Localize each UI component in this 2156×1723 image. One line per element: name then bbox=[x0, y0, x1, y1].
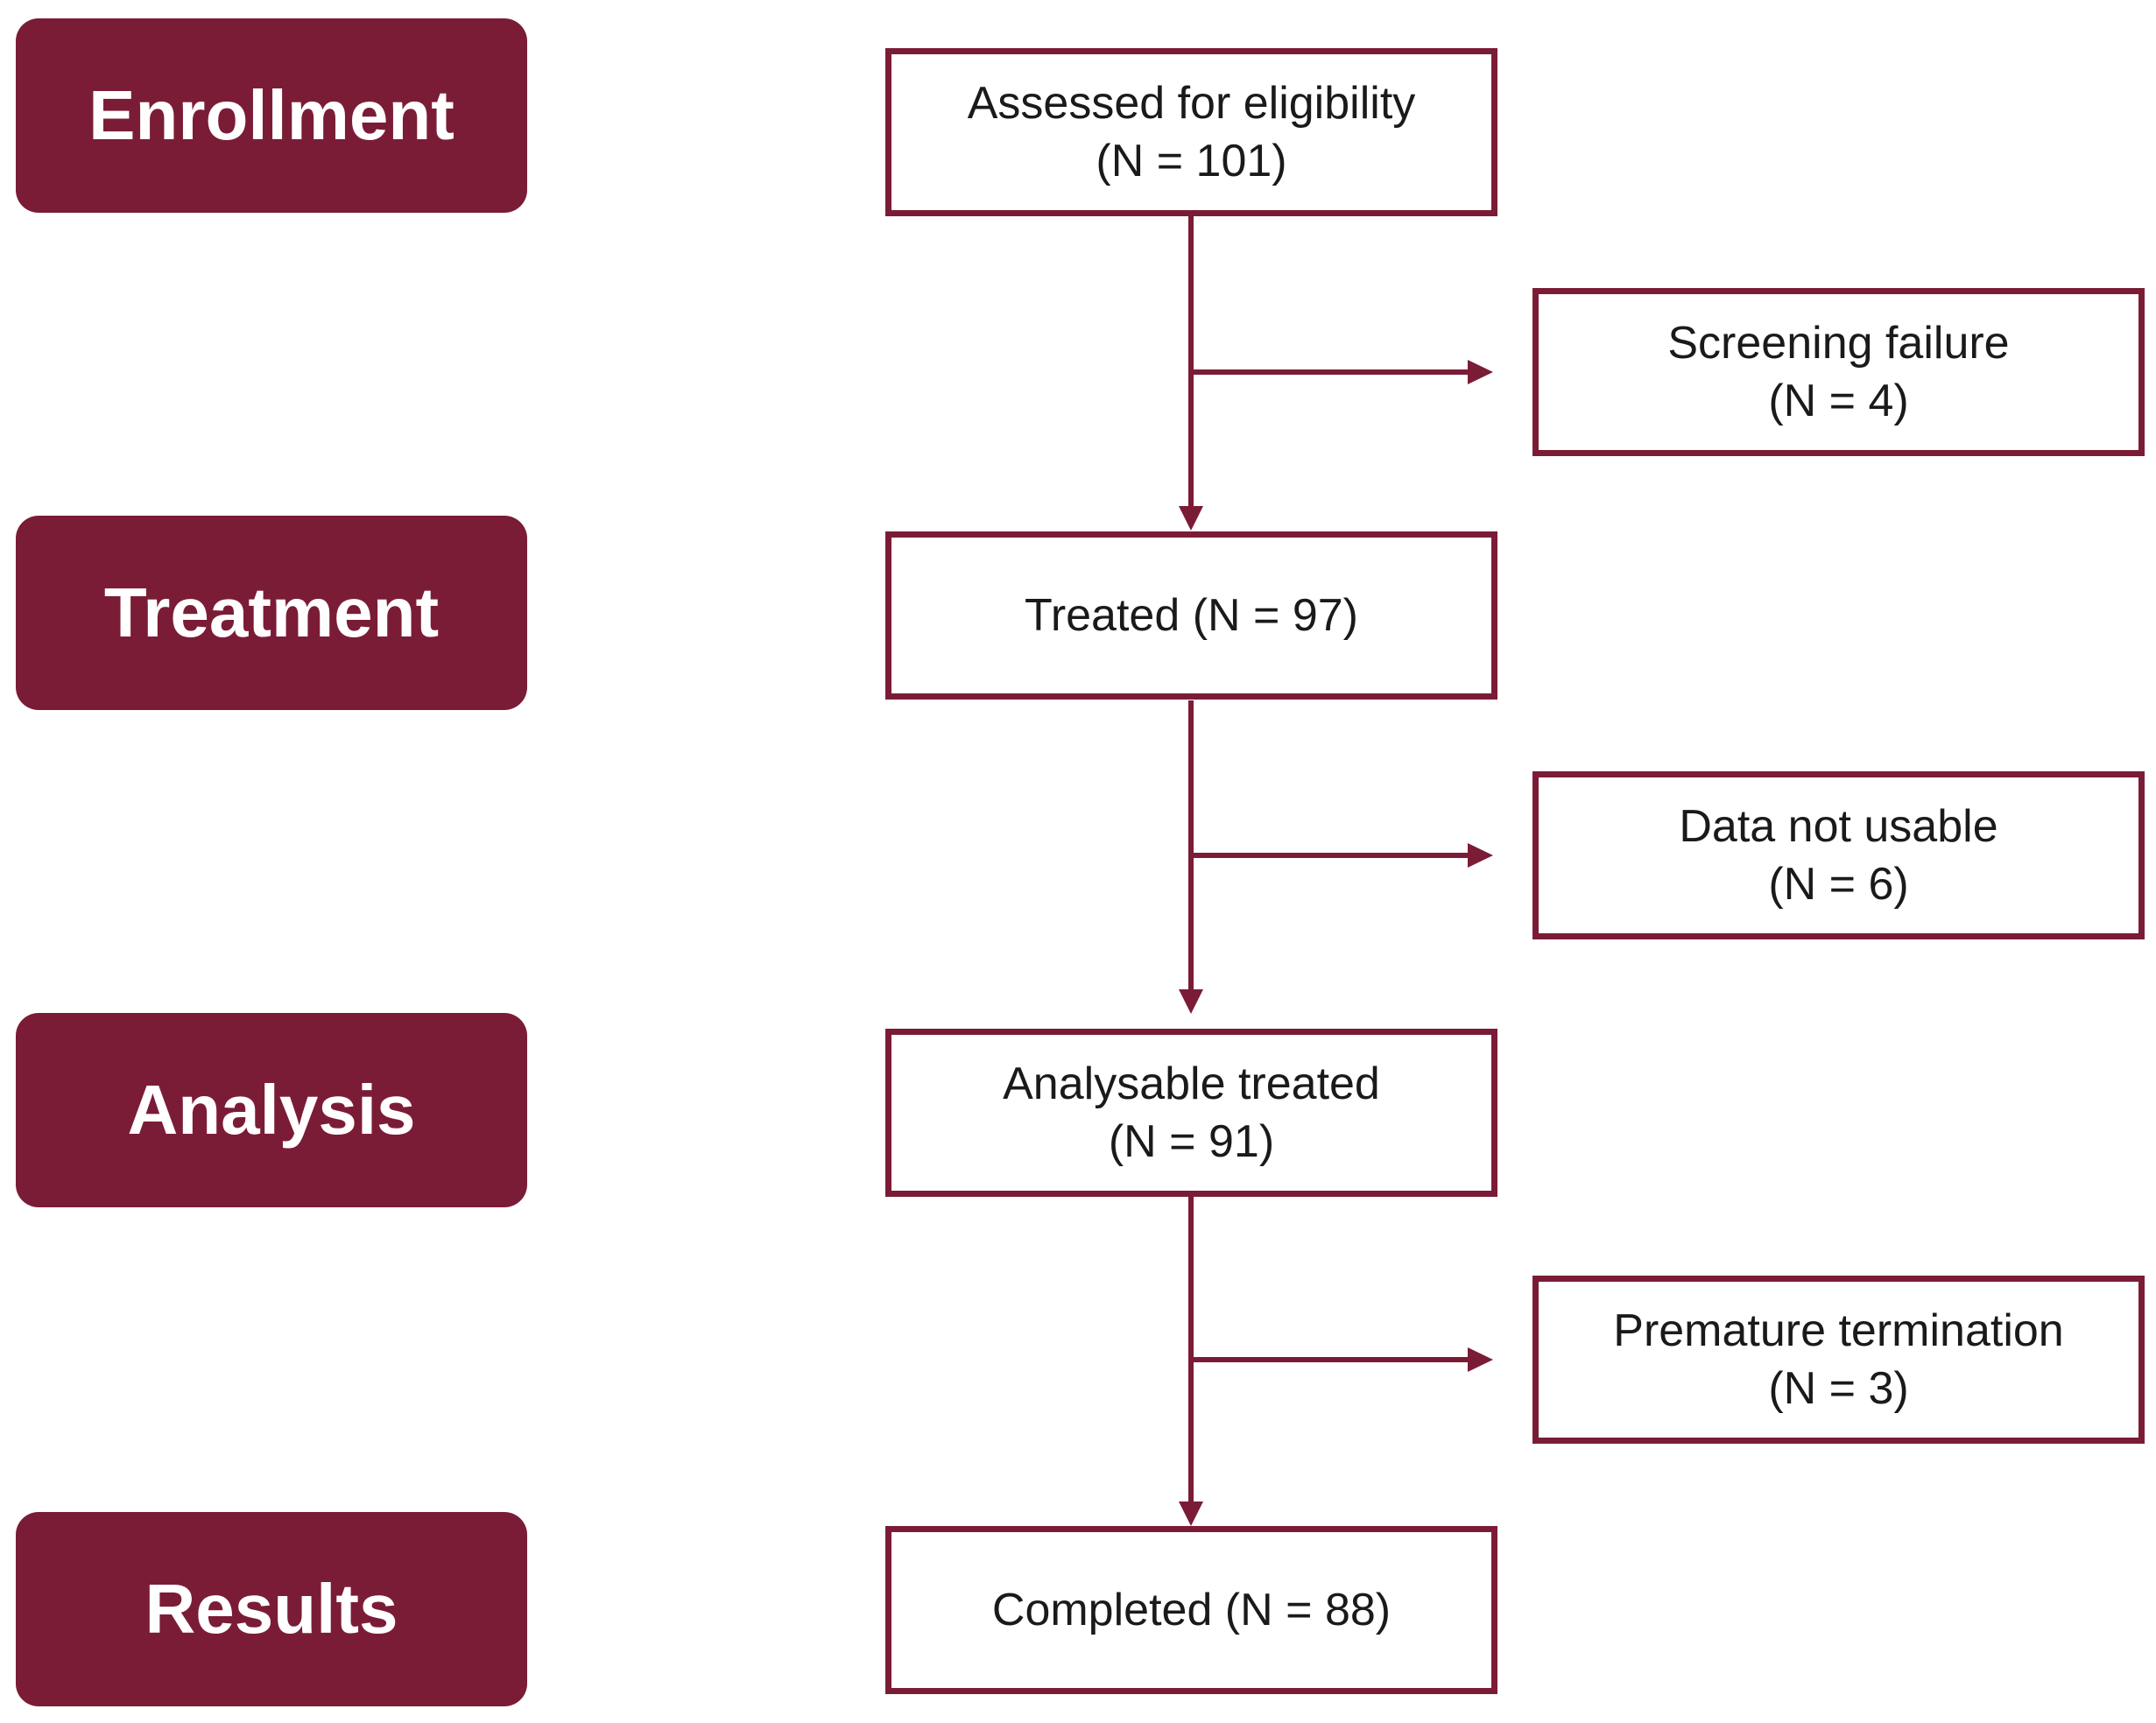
box-text-line: Completed (N = 88) bbox=[991, 1585, 1392, 1635]
box-analysable-treated: Analysable treated (N = 91) bbox=[885, 1029, 1497, 1197]
box-screening-failure: Screening failure (N = 4) bbox=[1532, 288, 2145, 456]
arrowhead-completed bbox=[1179, 1501, 1203, 1526]
arrowhead-screening-failure bbox=[1468, 360, 1493, 384]
arrowhead-data-not-usable bbox=[1468, 843, 1493, 868]
phase-treatment: Treatment bbox=[16, 516, 527, 710]
arrowhead-treated bbox=[1179, 506, 1203, 531]
phase-label: Enrollment bbox=[88, 76, 454, 154]
phase-label: Treatment bbox=[103, 573, 440, 651]
box-text-line: (N = 6) bbox=[1768, 859, 1909, 910]
phase-enrollment: Enrollment bbox=[16, 18, 527, 213]
box-data-not-usable: Data not usable (N = 6) bbox=[1532, 771, 2145, 939]
box-text-line: Premature termination bbox=[1613, 1305, 2064, 1356]
phase-label: Results bbox=[144, 1570, 398, 1648]
box-assessed-for-eligibility: Assessed for eligibility (N = 101) bbox=[885, 48, 1497, 216]
box-completed: Completed (N = 88) bbox=[885, 1526, 1497, 1694]
box-text-line: (N = 101) bbox=[1096, 136, 1287, 186]
box-text-line: Analysable treated bbox=[1003, 1058, 1380, 1109]
phase-results: Results bbox=[16, 1512, 527, 1706]
box-text-line: Data not usable bbox=[1679, 801, 1998, 852]
box-text-line: (N = 3) bbox=[1768, 1363, 1909, 1414]
phase-label: Analysis bbox=[127, 1071, 416, 1149]
box-text-line: Assessed for eligibility bbox=[967, 78, 1416, 129]
box-treated: Treated (N = 97) bbox=[885, 531, 1497, 700]
arrowhead-analysable bbox=[1179, 989, 1203, 1014]
box-text-line: (N = 91) bbox=[1108, 1116, 1275, 1167]
box-text-line: Treated (N = 97) bbox=[1024, 590, 1358, 641]
arrowhead-premature-termination bbox=[1468, 1347, 1493, 1372]
box-premature-termination: Premature termination (N = 3) bbox=[1532, 1276, 2145, 1444]
box-text-line: (N = 4) bbox=[1768, 376, 1909, 426]
box-text-line: Screening failure bbox=[1667, 318, 2010, 369]
phase-analysis: Analysis bbox=[16, 1013, 527, 1207]
